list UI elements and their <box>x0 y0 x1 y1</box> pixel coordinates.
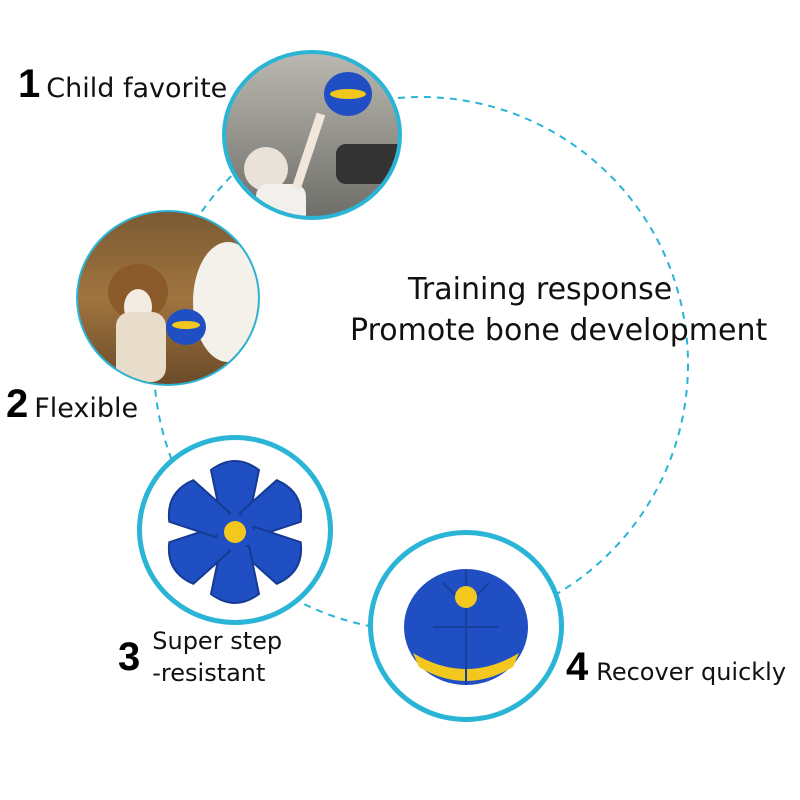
feature-label: Flexible <box>34 393 139 424</box>
disc-petal <box>209 545 261 604</box>
ball-illustration <box>404 569 528 685</box>
feature-label: Recover quickly <box>596 658 787 686</box>
feature-label: Child favorite <box>46 73 228 104</box>
feature-number: 4 <box>566 645 589 689</box>
disc-petal <box>209 460 261 519</box>
dogs-playing-photo <box>76 210 260 386</box>
headline-line2: Promote bone development <box>350 313 768 348</box>
child-playing-photo <box>222 50 402 220</box>
disc-petal <box>238 525 303 585</box>
ball-icon <box>324 72 372 116</box>
feature-label-line1: Super step <box>152 627 283 655</box>
ball-photo <box>368 530 564 722</box>
feature-4: 4 Recover quickly <box>566 645 786 690</box>
feature-number: 2 <box>6 382 29 426</box>
flower-disc-illustration <box>167 460 303 604</box>
feature-number: 1 <box>18 62 41 106</box>
disc-petal <box>238 479 303 539</box>
disc-petal <box>167 479 232 539</box>
disc-petal <box>167 525 232 585</box>
feature-3: 3 Super step -resistant <box>118 625 282 689</box>
ball-icon <box>166 309 206 345</box>
dogs-illustration <box>108 242 258 382</box>
headline-line1: Training response <box>408 272 673 307</box>
feature-2: 2 Flexible <box>6 382 138 427</box>
child-with-ball-illustration <box>244 72 398 216</box>
feature-label-line2: -resistant <box>152 659 266 687</box>
feature-1: 1 Child favorite <box>18 62 227 107</box>
feature-number: 3 <box>118 634 141 679</box>
flat-disc-photo <box>137 435 333 625</box>
